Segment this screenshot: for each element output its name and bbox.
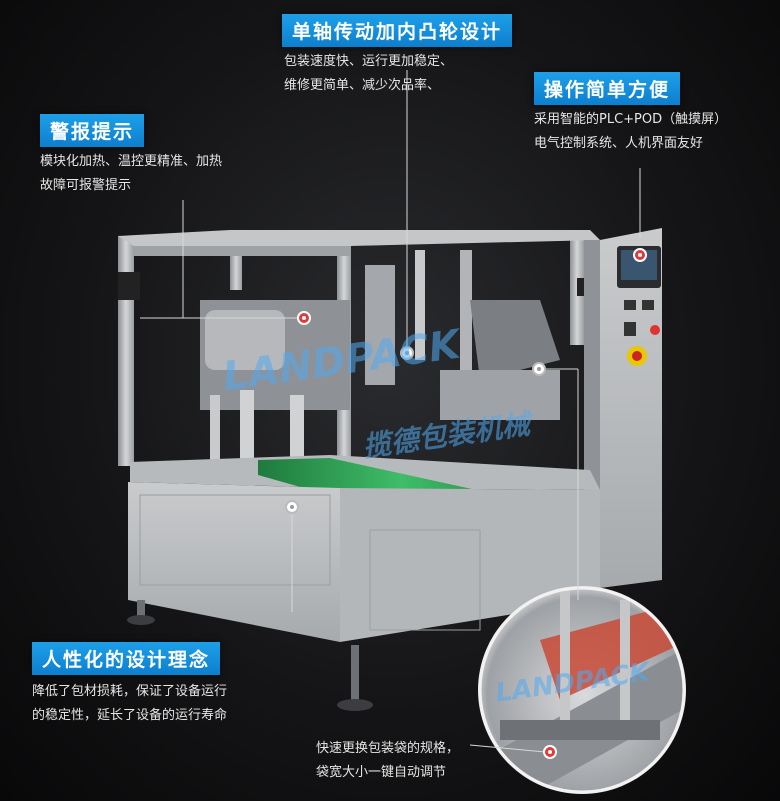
alarm-badge: 警报提示 xyxy=(40,114,145,147)
bag-change-line-1: 快速更换包装袋的规格， xyxy=(316,741,460,756)
humanized-line-2: 的稳定性，延长了设备的运行寿命 xyxy=(32,708,228,723)
bag-change-line-2: 袋宽大小一键自动调节 xyxy=(316,765,447,780)
conveyor-hotspot xyxy=(285,500,299,514)
touchscreen-hotspot xyxy=(633,248,647,262)
bag-width-hotspot xyxy=(543,745,557,759)
operation-line-2: 电气控制系统、人机界面友好 xyxy=(534,136,704,151)
alarm-line-1: 模块化加热、温控更精准、加热 xyxy=(40,154,223,169)
alarm-line-2: 故障可报警提示 xyxy=(40,178,132,193)
operation-badge: 操作简单方便 xyxy=(534,72,681,105)
cam-design-badge: 单轴传动加内凸轮设计 xyxy=(282,14,513,47)
cam-design-line-1: 包装速度快、运行更加稳定、 xyxy=(284,54,454,69)
humanized-line-1: 降低了包材损耗，保证了设备运行 xyxy=(32,684,228,699)
alarm-hotspot xyxy=(297,311,311,325)
operation-line-1: 采用智能的PLC+POD（触摸屏） xyxy=(534,112,728,127)
cam-hotspot xyxy=(400,346,414,360)
gripper-hotspot xyxy=(532,362,546,376)
humanized-design-badge: 人性化的设计理念 xyxy=(32,642,221,675)
cam-design-line-2: 维修更简单、减少次品率、 xyxy=(284,78,441,93)
